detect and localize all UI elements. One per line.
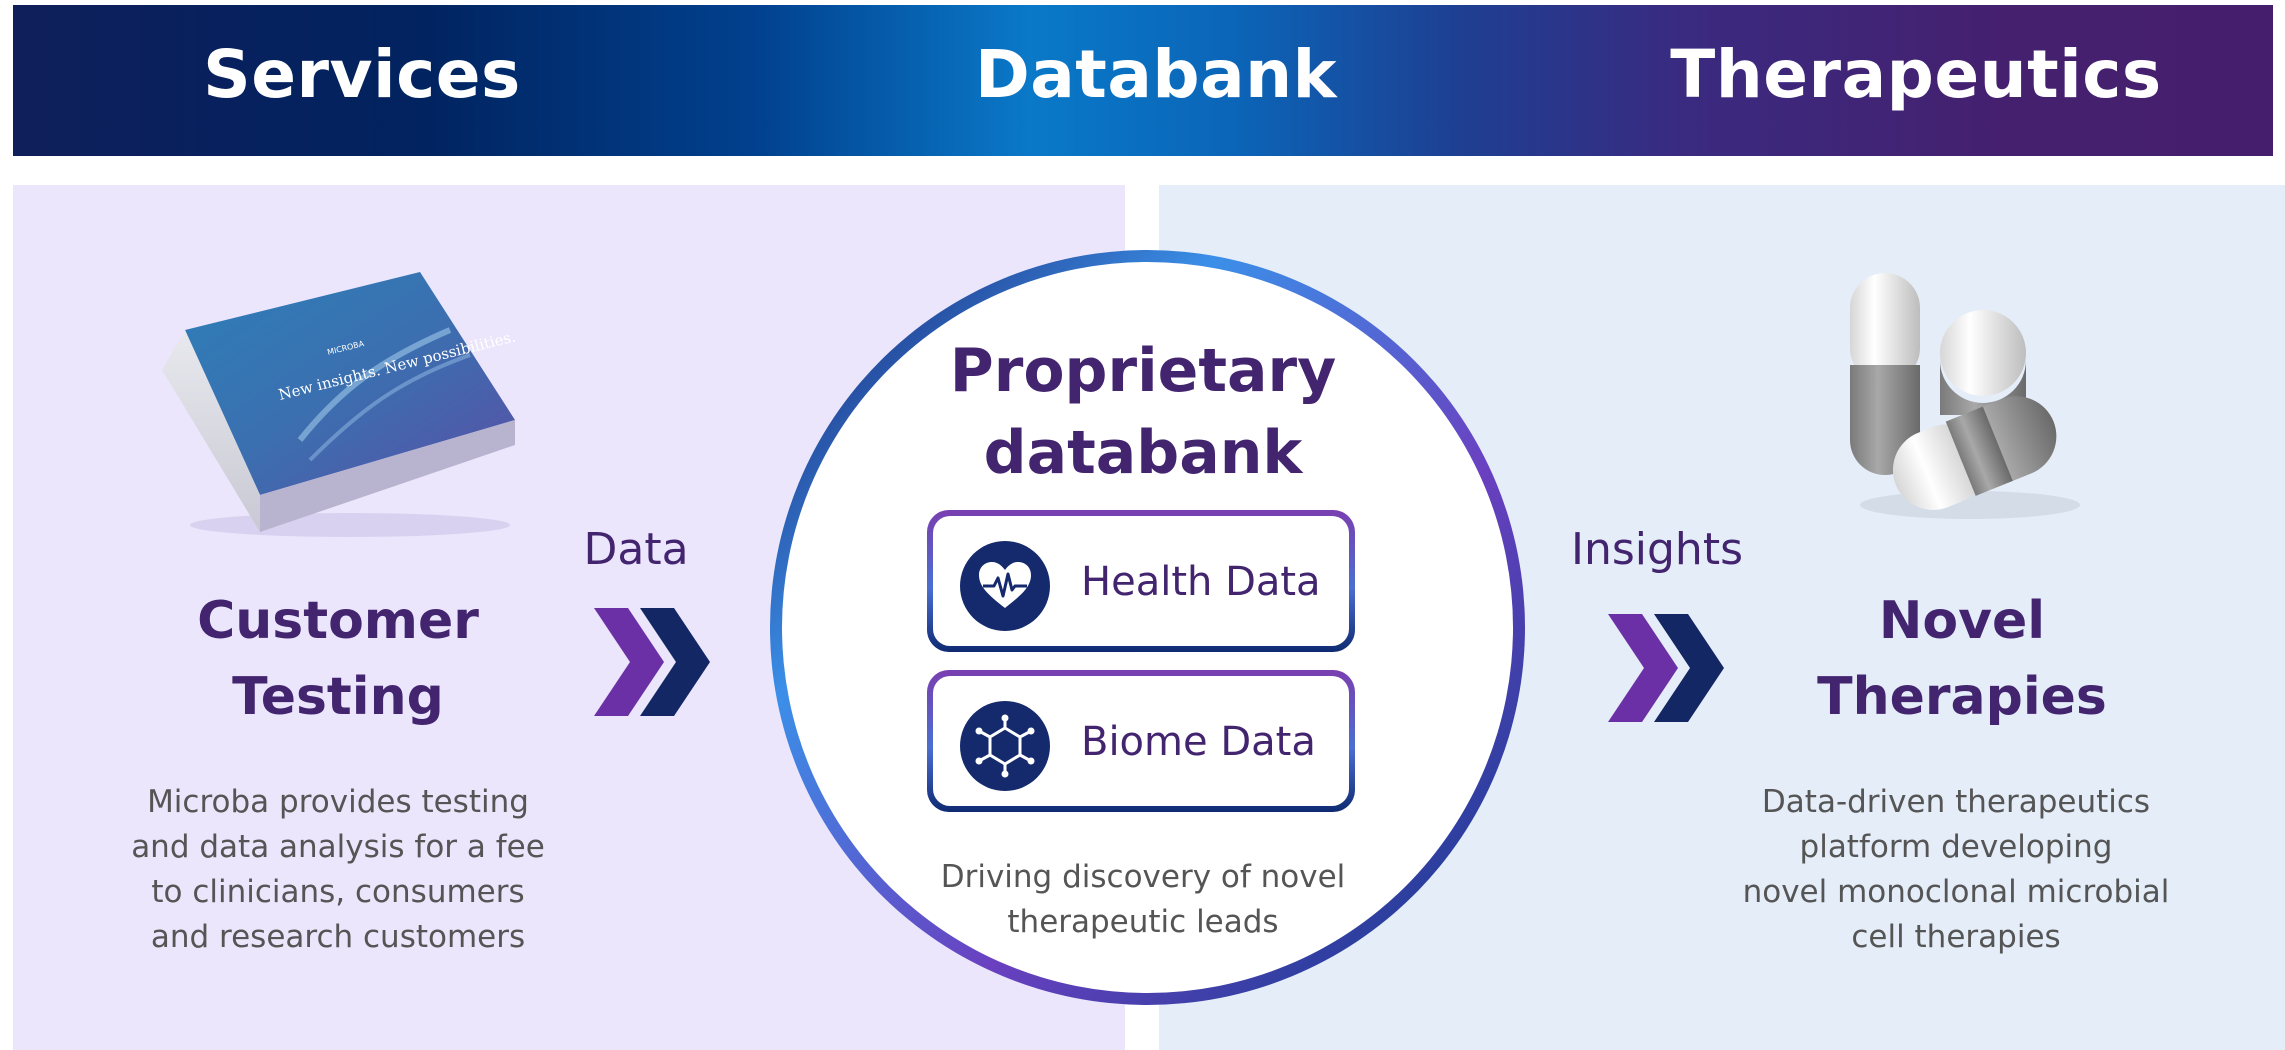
insights-flow-label: Insights [1570,524,1744,575]
banner-title-databank: Databank [974,36,1338,113]
desc-line: Data-driven therapeutics [1761,784,2151,820]
capsules-image [1850,273,2080,519]
customer-testing-title: Customer Testing [197,583,479,735]
databank-description: Driving discovery of novel therapeutic l… [941,855,1346,945]
biome-data-box: Biome Data [927,670,1355,812]
data-flow-label: Data [583,524,689,575]
banner-title-services: Services [203,36,521,113]
header-banner [13,5,2273,156]
desc-line: and data analysis for a fee [131,829,545,865]
desc-line: novel monoclonal microbial [1742,874,2170,910]
desc-line: cell therapies [1851,919,2061,955]
desc-line: and research customers [150,919,526,955]
health-data-label: Health Data [1081,559,1321,605]
chevron-arrow-icon [594,608,710,716]
heart-pulse-icon [960,541,1050,631]
molecule-icon [960,701,1050,791]
biome-data-label: Biome Data [1081,719,1316,765]
desc-line: Driving discovery of novel [940,859,1346,895]
title-line: Testing [232,667,444,727]
banner-title-therapeutics: Therapeutics [1670,36,2162,113]
test-kit-image: New insights. New possibilities. MICROBA [162,272,517,537]
desc-line: therapeutic leads [1007,904,1279,940]
desc-line: to clinicians, consumers [151,874,525,910]
customer-testing-description: Microba provides testing and data analys… [131,780,545,960]
title-line: databank [983,418,1303,488]
chevron-arrow-icon [1608,614,1724,722]
desc-line: Microba provides testing [147,784,529,820]
health-data-box: Health Data [927,510,1355,652]
databank-circle [770,250,1525,1005]
proprietary-databank-title: Proprietary databank [950,330,1336,494]
novel-therapies-description: Data-driven therapeutics platform develo… [1743,780,2170,960]
title-line: Proprietary [949,336,1337,406]
novel-therapies-title: Novel Therapies [1817,583,2107,735]
title-line: Therapies [1817,667,2107,727]
desc-line: platform developing [1799,829,2113,865]
title-line: Novel [1878,591,2046,651]
title-line: Customer [197,591,479,651]
